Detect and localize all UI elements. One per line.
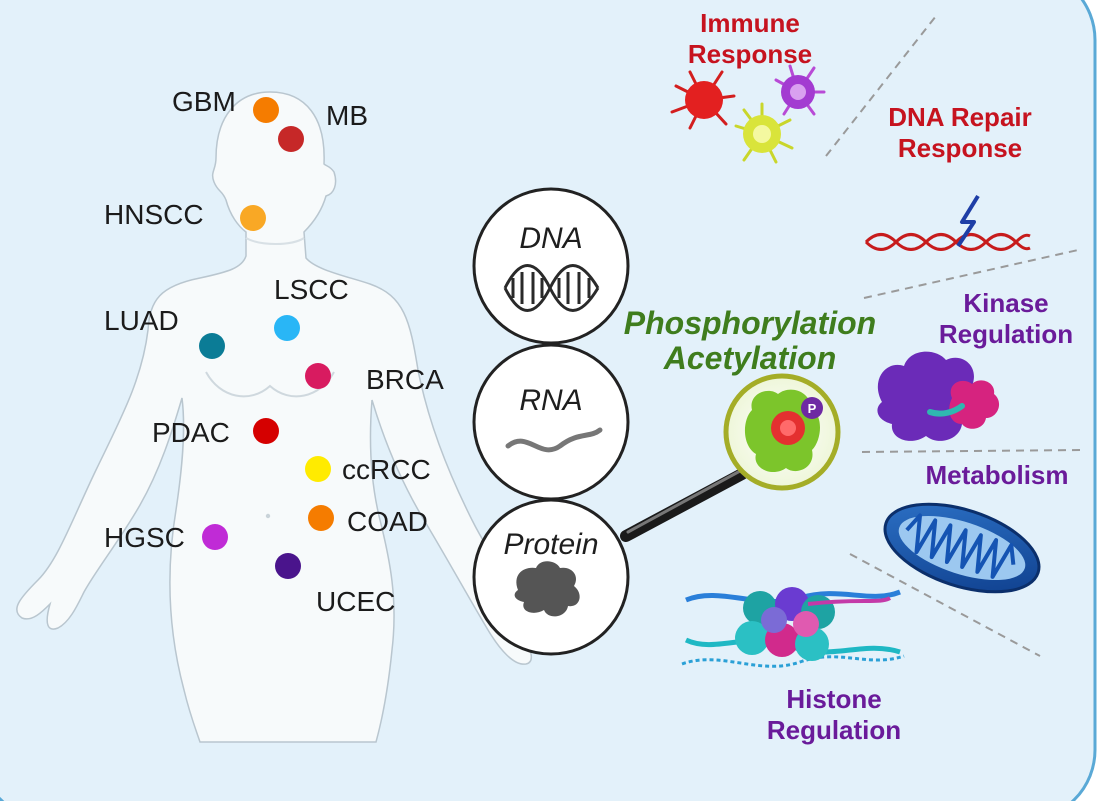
dot-luad (199, 333, 225, 359)
label-hgsc: HGSC (104, 522, 185, 553)
protein-circle (472, 498, 630, 656)
label-ccrcc: ccRCC (342, 454, 431, 485)
label-luad: LUAD (104, 305, 179, 336)
dashed-separators (825, 15, 1085, 657)
dot-hgsc (202, 524, 228, 550)
kinase-icon (877, 351, 1000, 441)
dna-circle (472, 187, 630, 345)
label-mb: MB (326, 100, 368, 131)
mitochondrion-icon (883, 502, 1041, 594)
dot-gbm (253, 97, 279, 123)
rna-circle (472, 343, 630, 501)
magnifier-icon (620, 373, 841, 542)
ptm-phosphorylation: Phosphorylation (623, 305, 877, 341)
dna-damage-icon (864, 194, 1031, 251)
label-lscc: LSCC (274, 274, 349, 305)
category-histone-regulation: Histone Regulation (766, 684, 902, 746)
histone-icon (681, 587, 905, 668)
dot-ucec (275, 553, 301, 579)
omic-rna-label: RNA (519, 384, 583, 417)
category-immune-response: Immune Response (687, 8, 813, 70)
category-kinase-regulation: Kinase Regulation (938, 288, 1074, 350)
label-ucec: UCEC (316, 586, 396, 617)
dot-ccrcc (305, 456, 331, 482)
dot-hnscc (240, 205, 266, 231)
dot-brca (305, 363, 331, 389)
immune-cells-icon (670, 64, 826, 164)
phospho-mark: P (808, 401, 817, 416)
label-brca: BRCA (366, 364, 444, 395)
label-pdac: PDAC (152, 417, 230, 448)
dna-helix-icon (503, 264, 600, 312)
human-body-silhouette (16, 91, 536, 743)
omic-dna-label: DNA (519, 222, 583, 255)
label-coad: COAD (347, 506, 428, 537)
omic-protein-label: Protein (503, 528, 599, 561)
category-metabolism: Metabolism (925, 460, 1069, 490)
category-dna-repair-response: DNA Repair Response (888, 102, 1032, 164)
ptm-label: Phosphorylation Acetylation (620, 305, 880, 377)
protein-blob-icon (514, 561, 580, 617)
label-hnscc: HNSCC (104, 199, 204, 230)
label-gbm: GBM (172, 86, 236, 117)
dot-coad (308, 505, 334, 531)
ptm-acetylation: Acetylation (663, 340, 837, 377)
dot-pdac (253, 418, 279, 444)
rna-strand-icon (505, 427, 603, 453)
cancer-dots (199, 97, 334, 579)
dot-lscc (274, 315, 300, 341)
dot-mb (278, 126, 304, 152)
